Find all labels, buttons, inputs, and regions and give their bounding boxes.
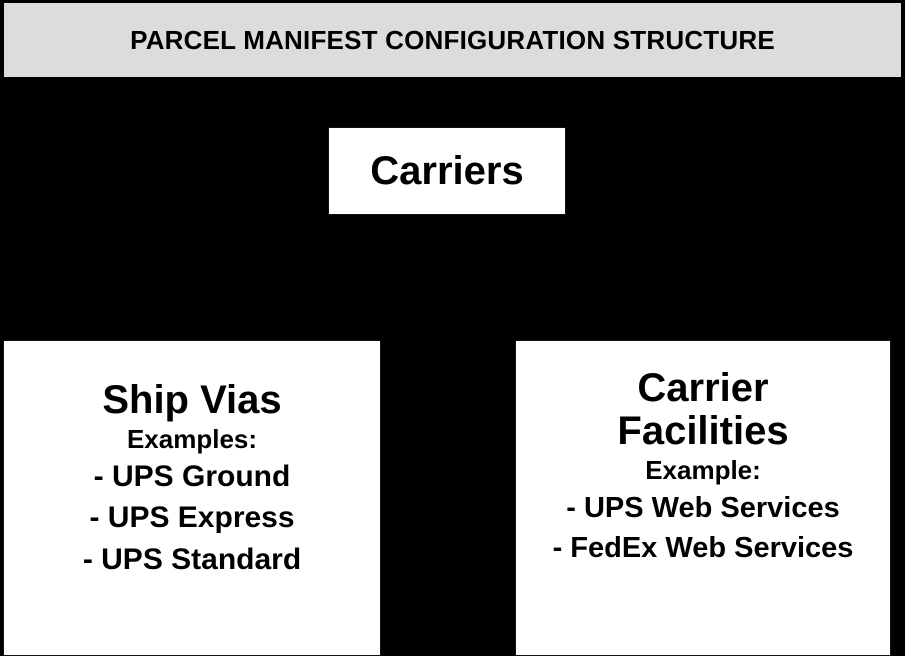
list-item: - UPS Express — [89, 501, 295, 535]
list-item: - FedEx Web Services — [552, 531, 854, 564]
node-carrier-facilities-label: Carrier Facilities — [617, 366, 789, 454]
list-item: - UPS Web Services — [566, 491, 840, 524]
node-ship-vias-label: Ship Vias — [102, 378, 282, 422]
connector-to-carrier-facilities — [701, 275, 704, 340]
node-ship-vias: Ship Vias Examples: - UPS Ground - UPS E… — [3, 340, 381, 656]
connector-root-trunk — [445, 215, 448, 277]
diagram-title-banner: PARCEL MANIFEST CONFIGURATION STRUCTURE — [3, 2, 902, 78]
connector-horizontal-bar — [190, 275, 704, 278]
node-ship-vias-sublabel: Examples: — [126, 424, 258, 455]
list-item: - UPS Standard — [82, 542, 302, 576]
node-carrier-facilities-list: - UPS Web Services - FedEx Web Services — [524, 488, 882, 568]
node-carrier-facilities-sublabel: Example: — [645, 455, 761, 486]
node-carrier-facilities: Carrier Facilities Example: - UPS Web Se… — [515, 340, 891, 656]
connector-to-ship-vias — [190, 275, 193, 340]
page-title: PARCEL MANIFEST CONFIGURATION STRUCTURE — [130, 24, 775, 55]
node-ship-vias-list: - UPS Ground - UPS Express - UPS Standar… — [14, 456, 370, 579]
list-item: - UPS Ground — [93, 460, 291, 494]
node-carriers-label: Carriers — [370, 149, 524, 193]
node-carriers: Carriers — [328, 127, 566, 215]
